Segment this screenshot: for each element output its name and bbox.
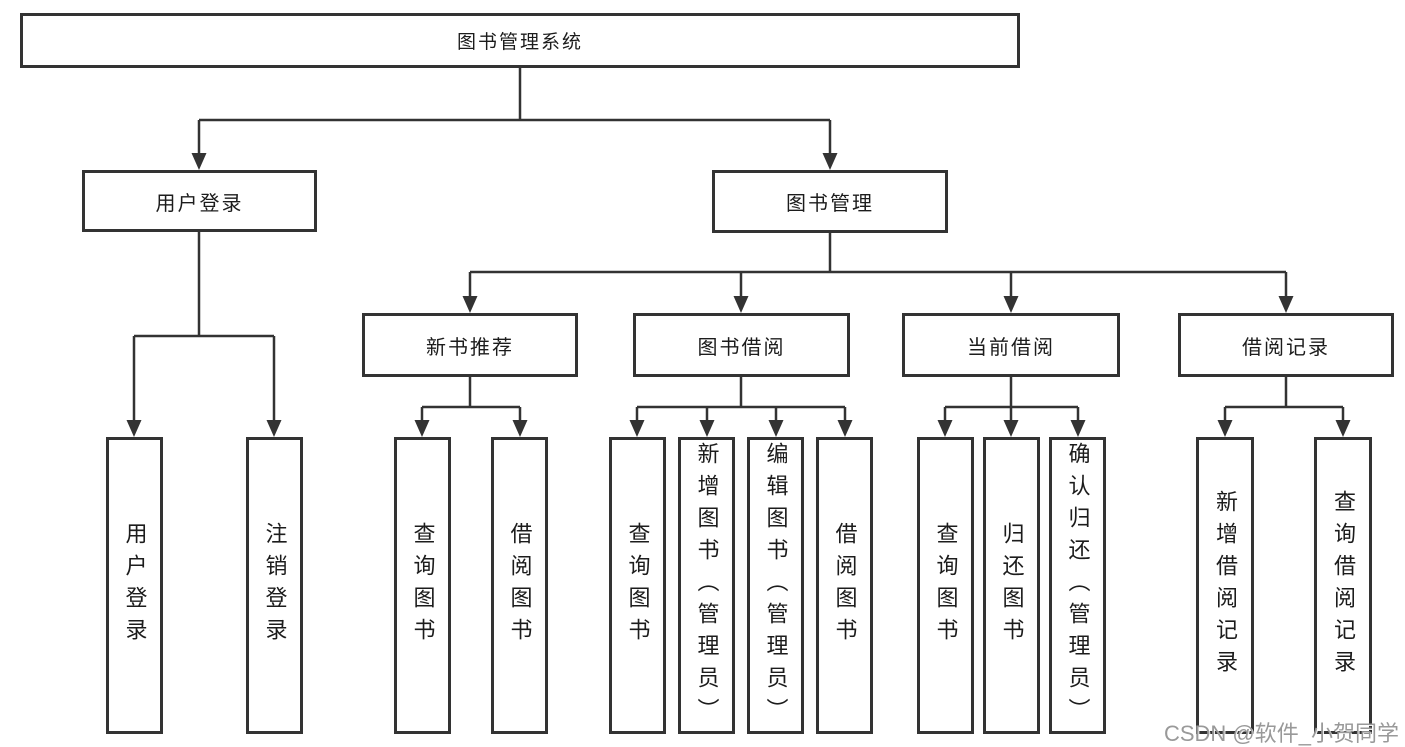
leaf-add-books-admin: 新增图书（管理员） (678, 437, 735, 734)
node-label: 用户登录 (155, 192, 244, 215)
node-label: 新增借阅记录 (1213, 489, 1238, 682)
leaf-query-borrow-record: 查询借阅记录 (1314, 437, 1372, 734)
leaf-user-login: 用户登录 (106, 437, 163, 734)
leaf-borrow-books-recommend: 借阅图书 (491, 437, 548, 734)
node-user-login-branch: 用户登录 (82, 170, 317, 232)
node-book-borrow: 图书借阅 (633, 313, 850, 377)
node-system-root: 图书管理系统 (20, 13, 1020, 68)
leaf-query-books-recommend: 查询图书 (394, 437, 451, 734)
leaf-edit-books-admin: 编辑图书（管理员） (747, 437, 804, 734)
node-label: 归还图书 (999, 521, 1025, 650)
node-label: 确认归还（管理员） (1065, 441, 1091, 730)
leaf-add-borrow-record: 新增借阅记录 (1196, 437, 1254, 734)
node-book-management-branch: 图书管理 (712, 170, 948, 233)
node-label: 借阅记录 (1242, 336, 1330, 359)
node-label: 新增图书（管理员） (694, 441, 720, 730)
leaf-return-books: 归还图书 (983, 437, 1040, 734)
leaf-query-books-borrow: 查询图书 (609, 437, 666, 734)
node-label: 查询图书 (410, 521, 436, 650)
node-label: 图书管理系统 (456, 32, 583, 53)
node-label: 注销登录 (262, 521, 288, 650)
node-new-book-recommend: 新书推荐 (362, 313, 578, 377)
csdn-watermark: CSDN @软件_小贺同学 (1163, 721, 1399, 746)
node-label: 借阅图书 (832, 521, 858, 650)
node-label: 图书借阅 (697, 336, 786, 359)
node-label: 查询借阅记录 (1331, 489, 1356, 682)
node-label: 当前借阅 (967, 336, 1055, 359)
node-label: 新书推荐 (426, 336, 514, 359)
leaf-logout: 注销登录 (246, 437, 303, 734)
leaf-query-books-current: 查询图书 (917, 437, 974, 734)
node-current-borrow: 当前借阅 (902, 313, 1120, 377)
node-label: 图书管理 (786, 193, 874, 215)
leaf-confirm-return-admin: 确认归还（管理员） (1049, 437, 1106, 734)
node-label: 借阅图书 (507, 521, 533, 650)
node-label: 用户登录 (122, 521, 148, 650)
node-label: 查询图书 (933, 521, 959, 650)
node-label: 编辑图书（管理员） (763, 441, 789, 730)
leaf-borrow-books: 借阅图书 (816, 437, 873, 734)
node-label: 查询图书 (625, 521, 651, 650)
node-borrow-records: 借阅记录 (1178, 313, 1394, 377)
